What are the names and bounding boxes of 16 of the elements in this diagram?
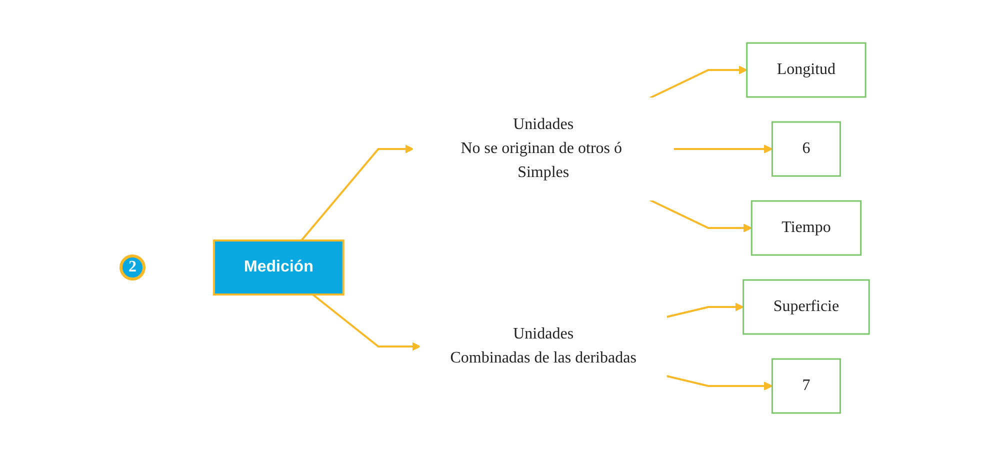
node-box: 6 — [771, 120, 841, 176]
node-box: Tiempo — [750, 200, 862, 256]
arrow — [649, 65, 748, 98]
arrow — [666, 302, 744, 318]
node-box: Longitud — [746, 42, 866, 98]
arrow — [300, 144, 414, 241]
node-box: Medición — [212, 239, 344, 295]
arrow — [649, 198, 752, 232]
node-text: Unidades Combinadas de las deribadas — [450, 325, 636, 366]
node-box: 7 — [771, 358, 841, 414]
arrow — [673, 144, 773, 153]
node-text: Unidades No se originan de otros ó Simples — [460, 116, 622, 180]
arrow — [312, 293, 421, 350]
node-circle: 2 — [119, 254, 146, 280]
arrow — [666, 374, 773, 390]
node-box: Superficie — [742, 278, 870, 334]
